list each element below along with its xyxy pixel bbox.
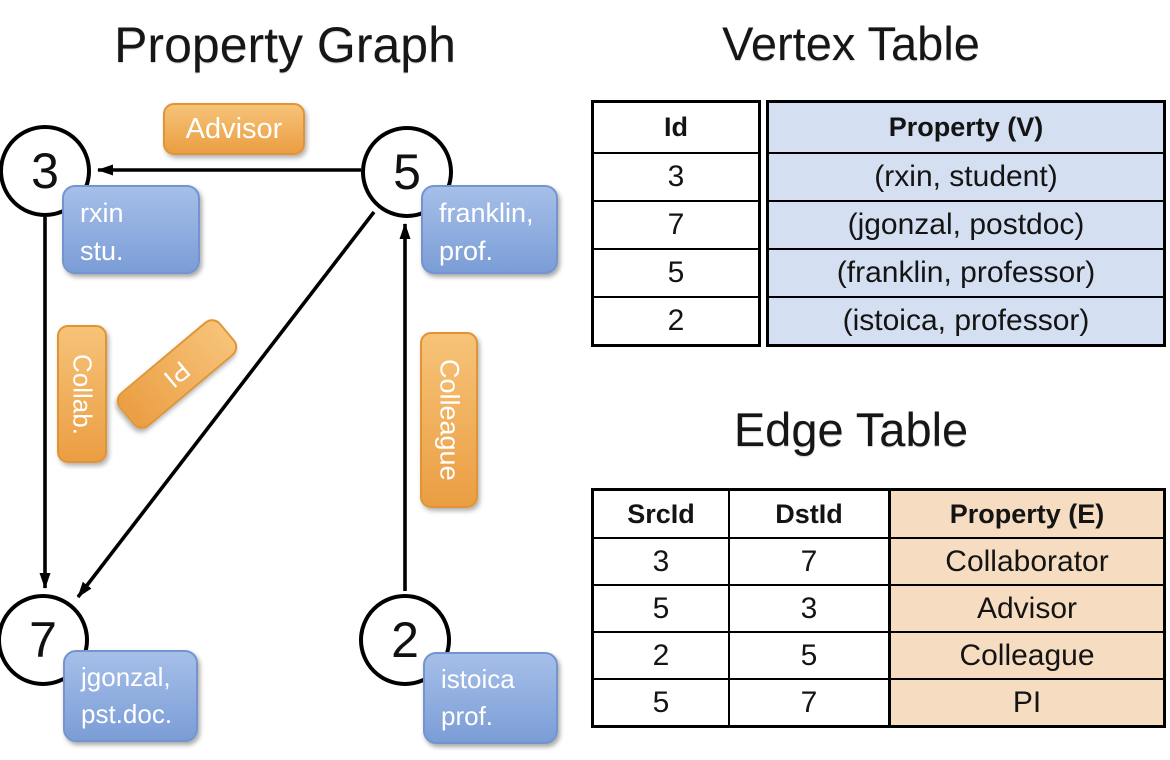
table-row: 5 — [591, 248, 761, 298]
vertex-node-2: 2 — [359, 594, 451, 686]
table-row: PI — [888, 678, 1166, 728]
edge-table-id-columns: SrcId DstId 3 7 5 3 2 5 5 7 — [591, 488, 891, 728]
edge-src-cell: 5 — [591, 584, 730, 633]
edge-property-cell: Colleague — [888, 631, 1166, 680]
table-row: 5 3 — [591, 584, 891, 633]
vertex-property-box-jgonzal: jgonzal, pst.doc. — [63, 650, 198, 742]
vertex-property-cell: (franklin, professor) — [766, 248, 1166, 298]
edge-dst-cell: 5 — [728, 631, 891, 680]
vertex-id-cell: 3 — [591, 152, 761, 202]
edge-table-property-column: Property (E) Collaborator Advisor Collea… — [888, 488, 1166, 728]
table-row: Collaborator — [888, 537, 1166, 586]
graph-title: Property Graph — [114, 17, 456, 73]
table-row: 7 — [591, 200, 761, 250]
vertex-table-id-column: Id 3 7 5 2 — [591, 100, 761, 347]
vertex-property-cell: (jgonzal, postdoc) — [766, 200, 1166, 250]
edge-src-cell: 5 — [591, 678, 730, 728]
table-header-row: SrcId DstId — [591, 488, 891, 539]
edge-property-cell: Advisor — [888, 584, 1166, 633]
vertex-id: 2 — [391, 612, 419, 668]
table-row: 3 — [591, 152, 761, 202]
vertex-id: 3 — [31, 143, 59, 199]
edge-label-collab: Collab. — [57, 325, 107, 463]
table-row: Advisor — [888, 584, 1166, 633]
table-row: 2 — [591, 296, 761, 347]
vertex-id-header: Id — [591, 100, 761, 154]
vertex-id: 7 — [29, 612, 57, 668]
table-row: 3 7 — [591, 537, 891, 586]
vertex-id-cell: 5 — [591, 248, 761, 298]
table-row: 5 7 — [591, 678, 891, 728]
vertex-property-line: prof. — [439, 236, 494, 267]
vertex-id: 5 — [393, 144, 421, 200]
edge-dst-cell: 7 — [728, 678, 891, 728]
edge-src-cell: 2 — [591, 631, 730, 680]
graph-edges-canvas — [39, 164, 411, 599]
edge-table-title: Edge Table — [733, 403, 969, 456]
vertex-property-cell: (rxin, student) — [766, 152, 1166, 202]
vertex-property-box-franklin: franklin, prof. — [421, 185, 558, 274]
vertex-property-line: rxin — [80, 198, 124, 228]
table-row: (rxin, student) — [766, 152, 1166, 202]
vertex-id-cell: 2 — [591, 296, 761, 347]
edge-dst-header: DstId — [728, 488, 891, 539]
edge-dst-cell: 7 — [728, 537, 891, 586]
vertex-property-box-istoica: istoica prof. — [423, 652, 558, 744]
table-header-row: Property (V) — [766, 100, 1166, 154]
edge-label-colleague: Colleague — [420, 332, 478, 508]
vertex-property-box-rxin: rxin stu. — [62, 185, 200, 274]
vertex-property-line: stu. — [80, 236, 124, 267]
edge-property-cell: PI — [888, 678, 1166, 728]
edge-property-header: Property (E) — [888, 488, 1166, 539]
table-row: (franklin, professor) — [766, 248, 1166, 298]
vertex-property-line: franklin, — [439, 198, 534, 228]
vertex-node-5: 5 — [361, 126, 453, 218]
vertex-property-header: Property (V) — [766, 100, 1166, 154]
vertex-property-cell: (istoica, professor) — [766, 296, 1166, 347]
vertex-property-line: pst.doc. — [81, 698, 173, 729]
table-header-row: Id — [591, 100, 761, 154]
table-header-row: Property (E) — [888, 488, 1166, 539]
vertex-id-cell: 7 — [591, 200, 761, 250]
table-row: Colleague — [888, 631, 1166, 680]
edge-property-cell: Collaborator — [888, 537, 1166, 586]
edge-dst-cell: 3 — [728, 584, 891, 633]
edge-5-to-7 — [76, 210, 376, 599]
table-row: (jgonzal, postdoc) — [766, 200, 1166, 250]
edge-src-header: SrcId — [591, 488, 730, 539]
vertex-table-title: Vertex Table — [722, 17, 980, 70]
edge-label-advisor: Advisor — [163, 103, 305, 155]
table-row: 2 5 — [591, 631, 891, 680]
vertex-table-property-column: Property (V) (rxin, student) (jgonzal, p… — [766, 100, 1166, 347]
table-row: (istoica, professor) — [766, 296, 1166, 347]
vertex-property-line: istoica — [441, 664, 515, 694]
edge-src-cell: 3 — [591, 537, 730, 586]
vertex-property-line: prof. — [441, 700, 494, 731]
vertex-property-line: jgonzal, — [81, 662, 171, 692]
